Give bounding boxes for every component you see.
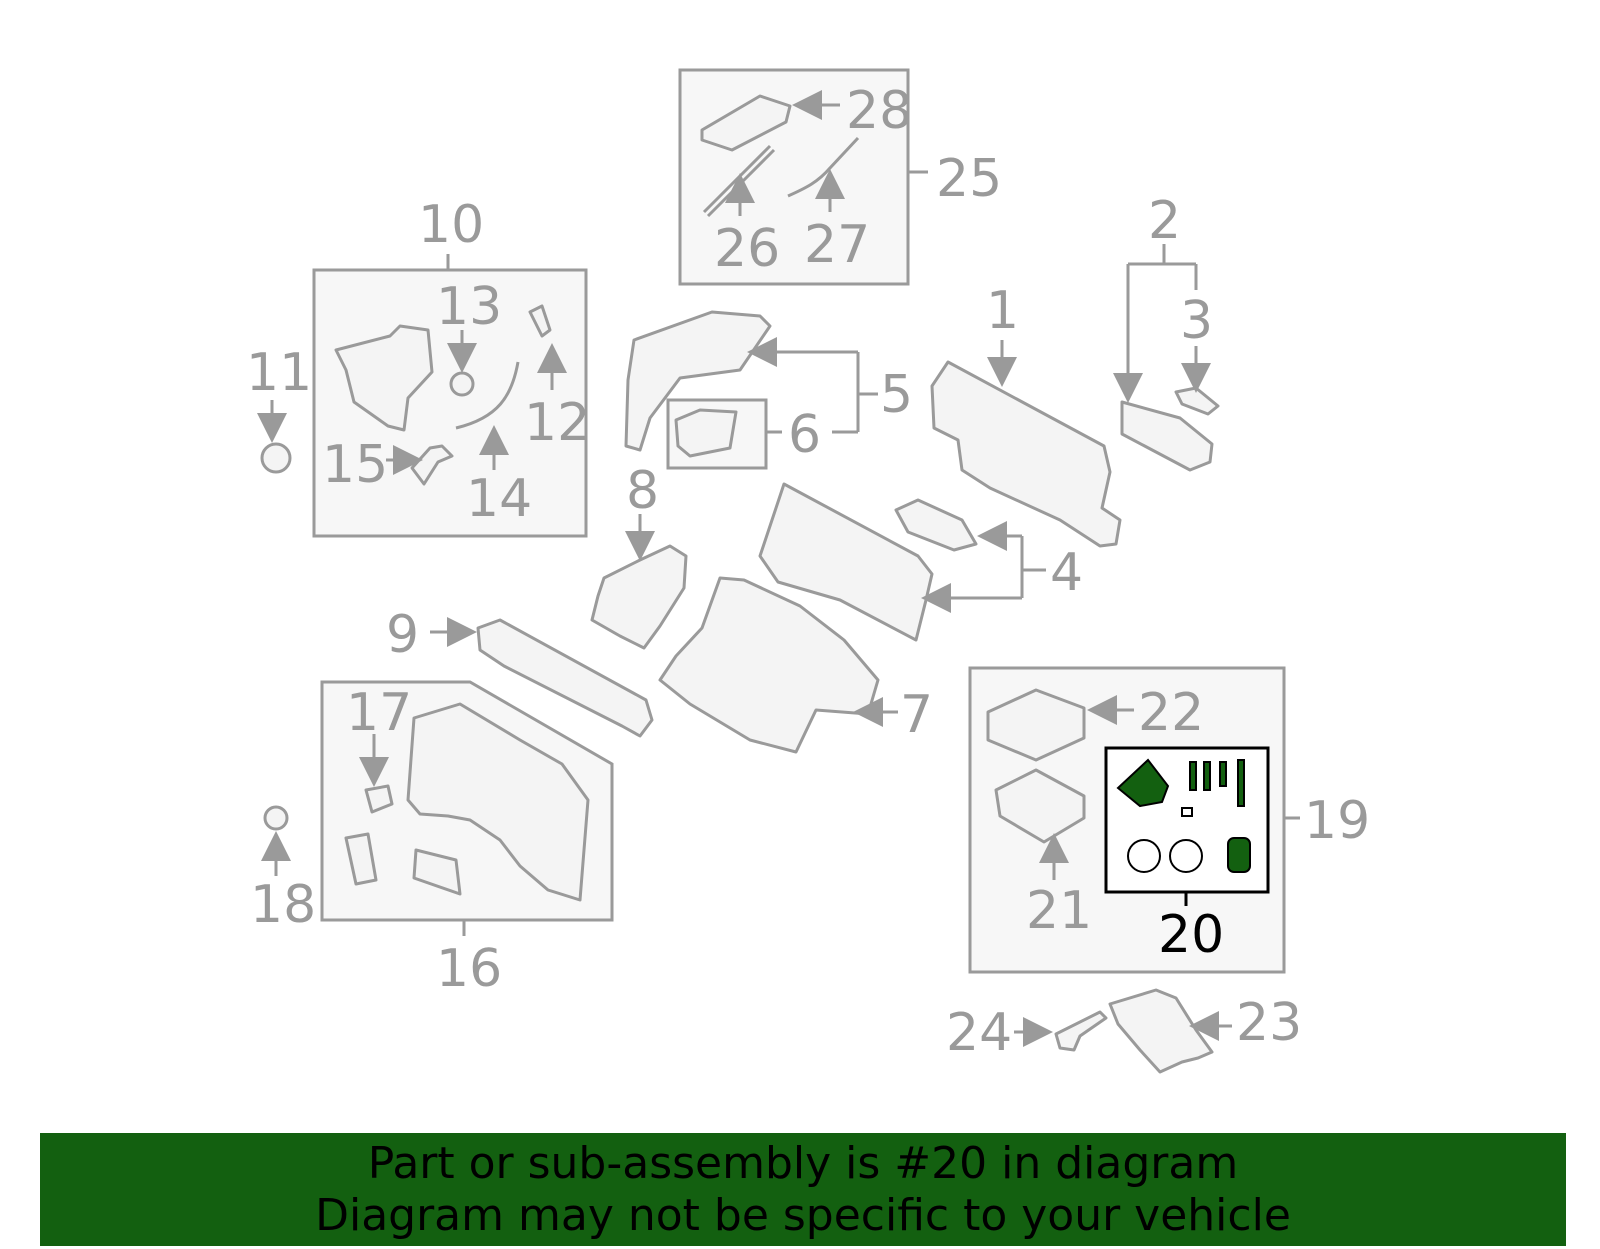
group-parts-23-24 [1014, 988, 1232, 1074]
group-parts-2-3 [1113, 244, 1220, 472]
callout-9: 9 [386, 605, 419, 665]
group-box-19 [968, 666, 1300, 974]
callout-20: 20 [1158, 905, 1224, 965]
part-6-shape [674, 408, 738, 458]
callout-6: 6 [788, 405, 821, 465]
callout-24: 24 [946, 1003, 1012, 1063]
part-22-shape [986, 688, 1086, 762]
part-24-shape [1054, 1010, 1108, 1052]
callout-27: 27 [804, 215, 870, 275]
part-4-shape [758, 482, 934, 642]
info-banner: Part or sub-assembly is #20 in diagram D… [40, 1133, 1566, 1246]
part-20-sealant-bottle-icon [1227, 837, 1251, 873]
callout-14: 14 [466, 469, 532, 529]
group-box-16 [261, 680, 614, 936]
callout-4: 4 [1050, 543, 1083, 603]
part-3-shape [1174, 386, 1220, 416]
group-part-9 [430, 617, 654, 738]
part-23-shape [1108, 988, 1214, 1074]
callout-5: 5 [880, 365, 913, 425]
callout-13: 13 [436, 277, 502, 337]
part-12-shape [528, 304, 552, 338]
group-part-1 [930, 340, 1122, 548]
callout-17: 17 [346, 683, 412, 743]
part-13-shape [449, 371, 475, 397]
part-27-shape [787, 136, 860, 198]
part-16-shape [406, 702, 590, 902]
callout-23: 23 [1236, 993, 1302, 1053]
part-8-shape [590, 544, 688, 650]
part-1-shape [930, 360, 1122, 548]
callout-26: 26 [714, 219, 780, 279]
callout-11: 11 [246, 343, 312, 403]
banner-line-1: Part or sub-assembly is #20 in diagram [367, 1137, 1239, 1189]
part-17-shape [364, 784, 394, 814]
callout-22: 22 [1138, 683, 1204, 743]
callout-1: 1 [986, 281, 1019, 341]
callout-18: 18 [250, 875, 316, 935]
banner-line-2: Diagram may not be specific to your vehi… [315, 1189, 1291, 1241]
part-20-valve-cap-icon [1127, 839, 1161, 873]
callout-10: 10 [418, 195, 484, 255]
part-28-shape [700, 94, 792, 152]
callout-2: 2 [1148, 191, 1181, 251]
part-20-tool-shape [1116, 758, 1170, 808]
callout-3: 3 [1180, 291, 1213, 351]
callout-labels: 1 2 3 4 5 6 7 8 9 10 11 12 13 14 15 16 1… [246, 81, 1370, 1063]
callout-15: 15 [322, 435, 388, 495]
part-13-bracket-shape [334, 324, 434, 432]
callout-25: 25 [936, 149, 1002, 209]
part-20-kit-box [1104, 746, 1270, 894]
callout-28: 28 [846, 81, 912, 141]
part-14-shape [455, 361, 520, 430]
part-4-seal-shape [894, 498, 978, 552]
part-2-shape [1120, 400, 1214, 472]
group-parts-5-6 [624, 310, 878, 470]
callout-7: 7 [900, 685, 933, 745]
part-20-valve-core-icon [1169, 839, 1203, 873]
part-18-shape [263, 805, 289, 831]
callout-16: 16 [436, 939, 502, 999]
part-7-shape [658, 576, 880, 754]
callout-19: 19 [1304, 791, 1370, 851]
group-part-8 [590, 514, 688, 650]
callout-12: 12 [524, 393, 590, 453]
callout-8: 8 [626, 461, 659, 521]
part-9-shape [476, 618, 654, 738]
callout-21: 21 [1026, 881, 1092, 941]
part-11-shape [260, 442, 292, 474]
part-21-shape [994, 768, 1086, 844]
group-box-25 [678, 68, 928, 286]
part-5-shape [624, 310, 772, 452]
group-box-10 [257, 254, 588, 538]
group-part-7 [658, 576, 898, 754]
group-part-4 [758, 482, 1046, 642]
